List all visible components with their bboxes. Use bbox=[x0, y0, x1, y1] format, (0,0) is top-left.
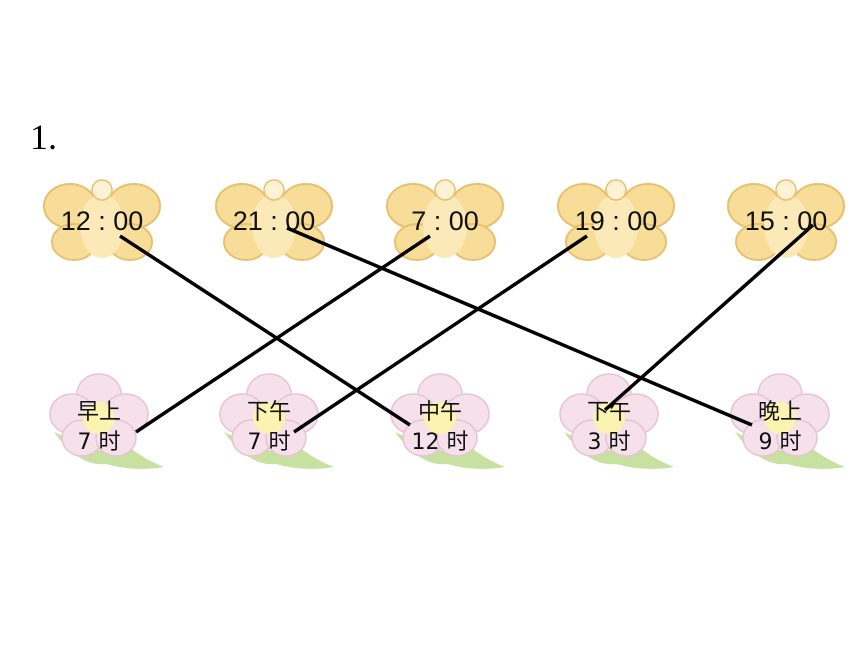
flower-icon bbox=[49, 373, 164, 469]
butterfly-card-5[interactable]: 15 : 00 bbox=[726, 176, 846, 266]
flower-card-4[interactable]: 下午 3 时 bbox=[554, 372, 684, 472]
match-line-19-afternoon bbox=[293, 234, 588, 434]
flower-icon bbox=[390, 373, 505, 469]
butterfly-card-4[interactable]: 19 : 00 bbox=[556, 176, 676, 266]
butterfly-icon bbox=[215, 179, 333, 261]
match-line-7-morning bbox=[135, 234, 431, 434]
hour-label: 9 时 bbox=[758, 430, 802, 455]
question-number: 1. bbox=[30, 117, 57, 157]
flower-icon bbox=[559, 373, 674, 469]
time-label: 21 : 00 bbox=[232, 206, 316, 236]
time-label: 15 : 00 bbox=[744, 206, 828, 236]
butterfly-card-2[interactable]: 21 : 00 bbox=[214, 176, 334, 266]
flower-icon bbox=[730, 373, 845, 469]
hour-label: 3 时 bbox=[587, 430, 631, 455]
match-line-21-evening bbox=[286, 226, 753, 427]
hour-label: 7 时 bbox=[77, 430, 121, 455]
flower-card-2[interactable]: 下午 7 时 bbox=[214, 372, 344, 472]
hour-label: 7 时 bbox=[247, 430, 291, 455]
flower-card-3[interactable]: 中午 12 时 bbox=[385, 372, 515, 472]
match-line-12-noon bbox=[119, 234, 411, 427]
flower-icon bbox=[219, 373, 334, 469]
butterfly-icon bbox=[727, 179, 845, 261]
match-line-15-afternoon bbox=[603, 223, 815, 412]
time-label: 19 : 00 bbox=[574, 206, 658, 236]
time-label: 12 : 00 bbox=[60, 206, 144, 236]
time-label: 7 : 00 bbox=[411, 206, 479, 236]
period-label: 晚上 bbox=[757, 400, 802, 425]
period-label: 下午 bbox=[246, 400, 291, 425]
period-label: 早上 bbox=[76, 400, 121, 425]
hour-label: 12 时 bbox=[411, 430, 469, 455]
period-label: 中午 bbox=[417, 400, 462, 425]
flower-card-5[interactable]: 晚上 9 时 bbox=[725, 372, 855, 472]
flower-card-1[interactable]: 早上 7 时 bbox=[44, 372, 174, 472]
butterfly-icon bbox=[557, 179, 675, 261]
